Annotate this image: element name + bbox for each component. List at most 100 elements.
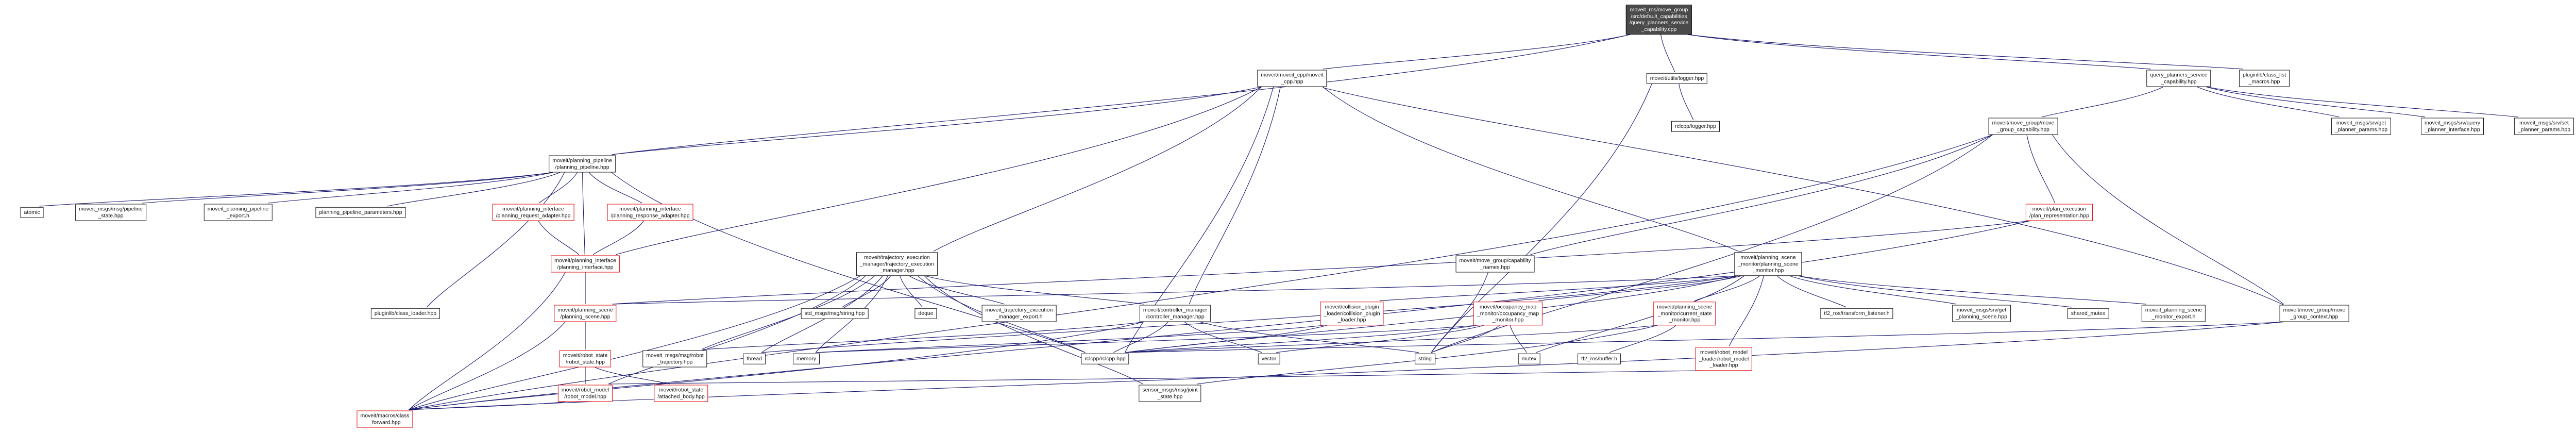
graph-edge-planning_pipeline-pipeline_state_msg xyxy=(142,172,553,204)
graph-edge-controller_manager-vector xyxy=(1184,322,1262,353)
graph-node-tf2_listener: tf2_ros/transform_listener.h xyxy=(1820,308,1893,319)
graph-node-resp_adapter[interactable]: moveit/planning_interface /planning_resp… xyxy=(607,204,693,221)
graph-edge-collision_plugin_loader-rclcpp xyxy=(1125,325,1328,353)
graph-edge-moveit_cpp-planning_pipeline xyxy=(611,86,1262,155)
graph-edge-current_state_monitor-rclcpp xyxy=(1125,325,1658,353)
graph-edge-qps_hpp-mg_capability xyxy=(2042,87,2164,118)
graph-edge-utils_logger-rclcpp_logger xyxy=(1679,84,1694,121)
graph-edge-psm-mutex xyxy=(1536,275,1744,353)
graph-node-rml[interactable]: moveit/robot_model _loader/robot_model _… xyxy=(1695,347,1753,371)
graph-edge-tem-std_msgs_string xyxy=(842,275,891,308)
graph-node-std_msgs_string: std_msgs/msg/string.hpp xyxy=(801,308,869,319)
graph-edge-mg_capability-plan_representation xyxy=(2026,135,2056,204)
graph-edge-psm-planning_scene xyxy=(612,275,1739,305)
graph-node-moveit_cpp[interactable]: moveit/moveit_cpp/moveit _cpp.hpp xyxy=(1257,70,1327,87)
graph-node-collision_plugin_loader[interactable]: moveit/collision_plugin _loader/collisio… xyxy=(1320,302,1384,325)
graph-node-attached_body[interactable]: moveit/robot_state /attached_body.hpp xyxy=(654,385,708,402)
graph-node-req_adapter[interactable]: moveit/planning_interface /planning_requ… xyxy=(492,204,574,221)
graph-edge-tem-deque xyxy=(900,275,923,308)
graph-edge-moveit_cpp-controller_manager xyxy=(1189,87,1281,305)
graph-edge-moveit_cpp-tem xyxy=(933,87,1262,252)
graph-edge-planning_pipeline-class_loader xyxy=(426,172,565,308)
graph-node-planning_interface[interactable]: moveit/planning_interface /planning_inte… xyxy=(551,255,620,273)
graph-edge-planning_pipeline-planning_interface xyxy=(582,172,585,255)
graph-edge-occupancy_map_monitor-vector xyxy=(1276,325,1484,353)
graph-node-tem[interactable]: moveit/trajectory_execution _manager/tra… xyxy=(856,252,938,276)
graph-node-deque: deque xyxy=(914,308,937,319)
graph-edge-mg_context-class_forward xyxy=(409,321,2284,410)
graph-edge-occupancy_map_monitor-rclcpp xyxy=(1125,325,1478,353)
graph-edge-root-qps_hpp xyxy=(1687,34,2151,70)
graph-edge-tem-joint_state_msg xyxy=(924,275,1143,385)
graph-node-class_forward[interactable]: moveit/macros/class _forward.hpp xyxy=(357,410,413,428)
graph-edge-planning_pipeline-req_adapter xyxy=(539,172,578,204)
graph-node-shared_mutex: shared_mutex xyxy=(2067,308,2109,319)
graph-node-root: moveit_ros/move_group /src/default_capab… xyxy=(1625,5,1692,35)
graph-node-srv_get_planning_scene: moveit_msgs/srv/get _planning_scene.hpp xyxy=(1952,305,2011,322)
graph-edge-resp_adapter-planning_interface xyxy=(592,221,644,255)
graph-edge-mg_capability-class_forward xyxy=(409,134,1993,410)
graph-node-mg_capability[interactable]: moveit/move_group/move _group_capability… xyxy=(1988,118,2058,135)
graph-edge-collision_plugin_loader-memory xyxy=(815,325,1325,353)
graph-node-srv_get_planner_params: moveit_msgs/srv/get _planner_params.hpp xyxy=(2331,118,2392,135)
graph-edge-utils_logger-string xyxy=(1431,84,1652,353)
graph-node-class_loader: pluginlib/class_loader.hpp xyxy=(370,308,440,319)
graph-edge-psm-tf2_listener xyxy=(1776,275,1846,308)
graph-edge-psm-shared_mutex xyxy=(1798,275,2072,308)
graph-node-atomic: atomic xyxy=(20,207,44,218)
graph-edge-psm-current_state_monitor xyxy=(1694,275,1760,302)
graph-edge-root-moveit_cpp xyxy=(1323,34,1631,70)
graph-node-mutex: mutex xyxy=(1518,353,1540,364)
graph-edge-plan_representation-planning_scene xyxy=(612,220,2030,305)
graph-edge-tem-tem_export xyxy=(909,275,1005,305)
graph-edge-psm-psm_export xyxy=(1798,275,2146,305)
graph-node-joint_state_msg: sensor_msgs/msg/joint _state.hpp xyxy=(1139,385,1201,402)
graph-node-psm[interactable]: moveit/planning_scene _monitor/planning_… xyxy=(1734,252,1802,276)
graph-edge-moveit_cpp-psm xyxy=(1323,87,1739,252)
graph-node-current_state_monitor[interactable]: moveit/planning_scene _monitor/current_s… xyxy=(1653,302,1716,325)
graph-edge-occupancy_map_monitor-mutex xyxy=(1510,325,1527,353)
graph-edge-controller_manager-class_forward xyxy=(409,321,1144,410)
graph-edge-moveit_cpp-planning_interface xyxy=(615,87,1262,255)
graph-node-rclcpp: rclcpp/rclcpp.hpp xyxy=(1081,353,1129,364)
graph-edge-qps_hpp-srv_query_planner_interface xyxy=(2206,86,2426,118)
graph-node-rclcpp_logger: rclcpp/logger.hpp xyxy=(1671,121,1720,132)
graph-node-utils_logger[interactable]: moveit/utils/logger.hpp xyxy=(1646,73,1708,84)
graph-node-srv_query_planner_interface: moveit_msgs/srv/query _planner_interface… xyxy=(2421,118,2484,135)
graph-edge-occupancy_map_monitor-memory xyxy=(815,325,1478,353)
graph-edge-controller_manager-robot_trajectory_msg xyxy=(703,321,1144,350)
graph-node-planning_scene[interactable]: moveit/planning_scene /planning_scene.hp… xyxy=(554,305,617,322)
graph-node-mg_context[interactable]: moveit/move_group/move _group_context.hp… xyxy=(2279,305,2349,322)
graph-node-capability_names[interactable]: moveit/move_group/capability _names.hpp xyxy=(1455,255,1535,273)
graph-node-tem_export: moveit_trajectory_execution _manager_exp… xyxy=(981,305,1057,322)
graph-edge-root-class_list_macros xyxy=(1687,34,2244,70)
graph-node-plan_representation[interactable]: moveit/plan_execution /plan_representati… xyxy=(2025,204,2093,221)
graph-node-qps_hpp[interactable]: query_planners_service _capability.hpp xyxy=(2146,70,2211,87)
graph-edge-root-utils_logger xyxy=(1660,34,1675,73)
graph-edge-qps_hpp-srv_set_planner_params xyxy=(2207,86,2519,118)
graph-edge-planning_pipeline-rclcpp xyxy=(611,172,1086,353)
graph-node-srv_set_planner_params: moveit_msgs/srv/set _planner_params.hpp xyxy=(2514,118,2574,135)
graph-node-planning_pipeline[interactable]: moveit/planning_pipeline /planning_pipel… xyxy=(549,155,616,173)
graph-node-robot_trajectory_msg: moveit_msgs/msg/robot _trajectory.hpp xyxy=(642,350,707,368)
graph-node-vector: vector xyxy=(1258,353,1280,364)
graph-node-thread: thread xyxy=(743,353,766,364)
graph-edge-mg_capability-string xyxy=(1431,135,1993,353)
graph-node-pipeline_export: moveit_planning_pipeline _export.h xyxy=(204,204,273,221)
graph-edge-tem-controller_manager xyxy=(924,275,1144,305)
graph-edge-occupancy_map_monitor-string xyxy=(1431,325,1500,353)
graph-edge-planning_pipeline-resp_adapter xyxy=(588,172,642,204)
graph-edge-planning_pipeline-pipeline_export xyxy=(268,172,553,204)
graph-edge-req_adapter-planning_interface xyxy=(538,221,580,255)
graph-node-occupancy_map_monitor[interactable]: moveit/occupancy_map _monitor/occupancy_… xyxy=(1473,302,1543,325)
graph-node-robot_model[interactable]: moveit/robot_model /robot_model.hpp xyxy=(557,385,613,402)
graph-edge-mg_capability-capability_names xyxy=(1530,135,1993,255)
graph-edge-mg_context-rclcpp xyxy=(1125,321,2284,353)
graph-node-controller_manager[interactable]: moveit/controller_manager /controller_ma… xyxy=(1139,305,1211,322)
graph-edge-tem-memory xyxy=(815,275,888,353)
graph-edge-controller_manager-rclcpp xyxy=(1113,322,1168,353)
graph-edge-root-planning_pipeline xyxy=(611,34,1631,155)
graph-node-robot_state[interactable]: moveit/robot_state /robot_state.hpp xyxy=(559,350,612,368)
